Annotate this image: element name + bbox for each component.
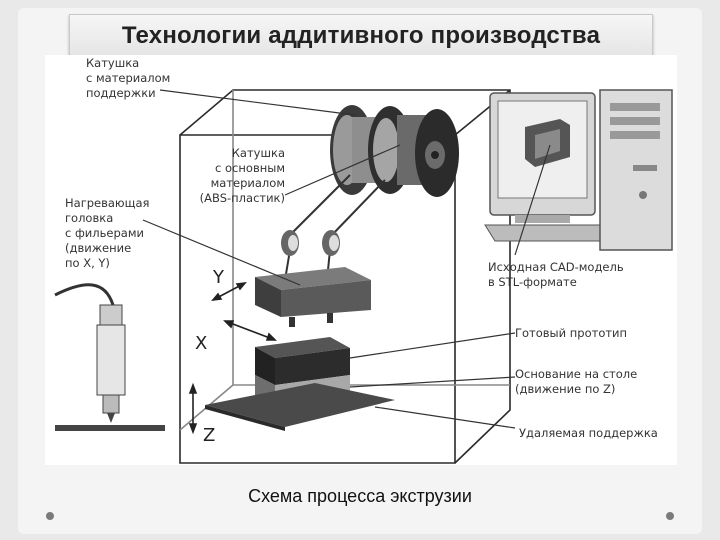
label-head-4: (движение — [65, 241, 131, 255]
slide-title: Технологии аддитивного производства — [121, 22, 601, 49]
feed-rollers — [281, 230, 340, 256]
figure-caption: Схема процесса экструзии — [248, 486, 472, 506]
title-box: Технологии аддитивного производства — [69, 14, 653, 60]
label-support: Удаляемая поддержка — [519, 426, 658, 440]
label-head-3: с фильерами — [65, 226, 144, 240]
computer-illustration — [484, 89, 673, 251]
decorative-dot-right — [666, 512, 674, 520]
label-head: Нагревающая головка с фильерами (движени… — [65, 196, 149, 270]
label-support-spool: Катушка с материалом поддержки — [86, 56, 170, 100]
label-cad-model-2: в STL-формате — [488, 275, 577, 289]
axis-y-label: Y — [212, 267, 225, 288]
label-base: Основание на столе (движение по Z) — [515, 367, 637, 396]
label-main-spool-1: Катушка — [232, 146, 285, 160]
label-base-1: Основание на столе — [515, 367, 637, 381]
label-cad-model: Исходная CAD-модель в STL-формате — [488, 260, 624, 289]
heated-head — [255, 267, 371, 327]
label-cad-model-1: Исходная CAD-модель — [488, 260, 624, 274]
filaments — [284, 174, 386, 281]
label-main-spool-4: (ABS-пластик) — [200, 191, 285, 205]
extrusion-diagram: Y X Z — [45, 55, 677, 465]
spools — [330, 105, 459, 197]
label-support-spool-2: с материалом — [86, 71, 170, 85]
leader-lines — [142, 89, 551, 429]
label-head-1: Нагревающая — [65, 196, 149, 210]
decorative-dot-left — [46, 512, 54, 520]
axis-arrows — [188, 281, 277, 435]
build-table — [205, 383, 395, 431]
label-main-spool-3: материалом — [211, 176, 285, 190]
label-base-2: (движение по Z) — [515, 382, 615, 396]
label-head-2: головка — [65, 211, 113, 225]
extruder-nozzle-illustration — [54, 283, 165, 431]
axis-z-label: Z — [203, 425, 215, 446]
diagram-svg: Y X Z — [54, 56, 673, 464]
label-support-spool-1: Катушка — [86, 56, 139, 70]
label-support-spool-3: поддержки — [86, 86, 156, 100]
label-main-spool: Катушка с основным материалом (ABS-пласт… — [200, 146, 285, 205]
label-prototype: Готовый прототип — [515, 326, 627, 340]
label-head-5: по X, Y) — [65, 256, 110, 270]
axis-x-label: X — [195, 333, 207, 354]
label-main-spool-2: с основным — [215, 161, 285, 175]
